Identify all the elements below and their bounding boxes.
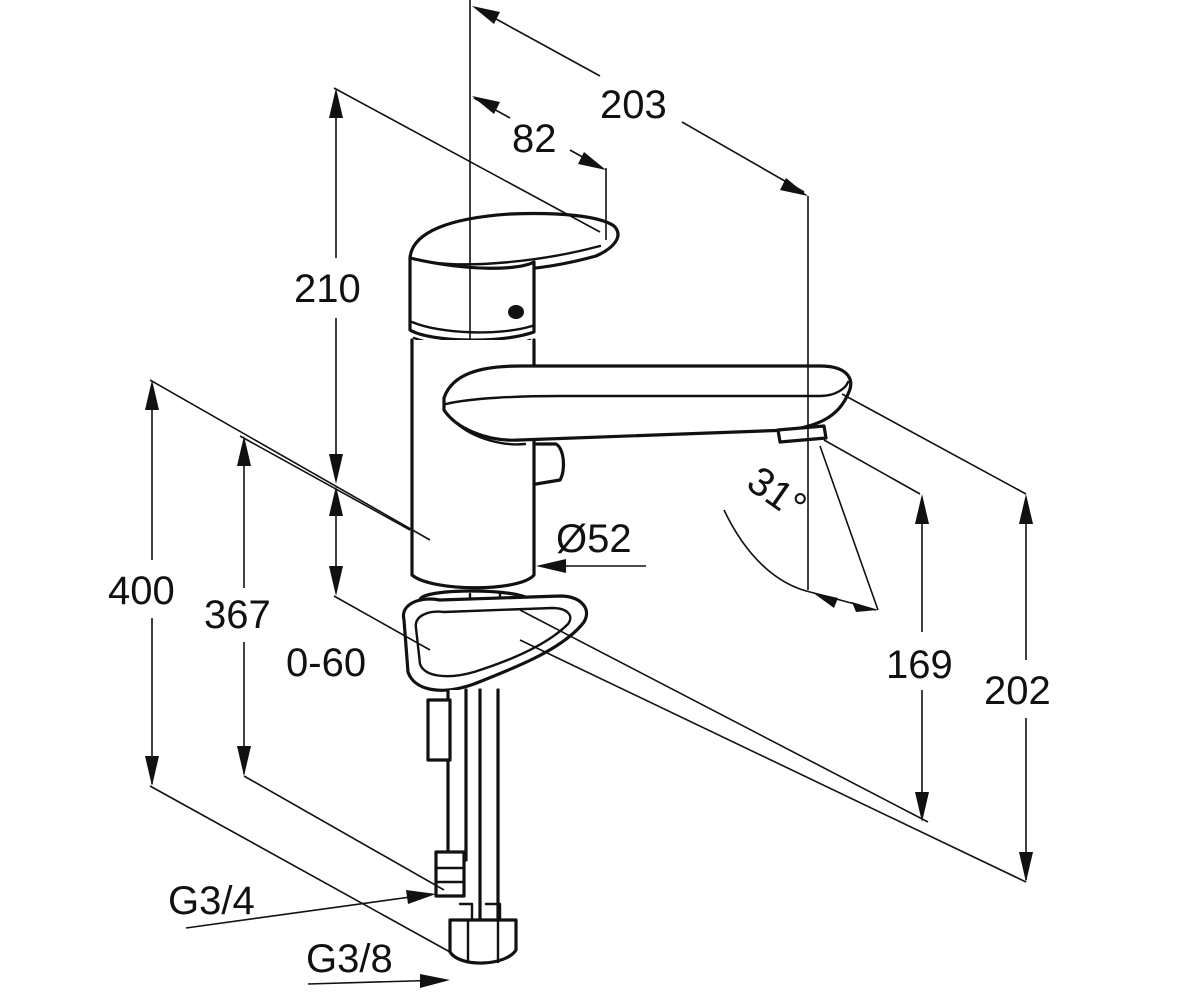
aerator bbox=[776, 424, 828, 444]
connector-g34 bbox=[434, 850, 466, 898]
faucet-outline bbox=[401, 211, 853, 965]
connector-g38 bbox=[448, 918, 518, 965]
lever-screw bbox=[508, 305, 524, 319]
dim-connection-small: G3/8 bbox=[306, 937, 393, 981]
dim-spout-height: 202 bbox=[984, 669, 1051, 713]
dim-hose-length: 367 bbox=[204, 593, 271, 637]
mounting-plate bbox=[401, 594, 589, 692]
hose-right bbox=[478, 688, 500, 942]
dimension-lines bbox=[145, 0, 1033, 988]
lever-hub bbox=[408, 256, 536, 342]
dim-diameter: Ø52 bbox=[556, 517, 632, 561]
dim-swivel-angle: 31° bbox=[739, 458, 814, 529]
dim-spout-clearance: 169 bbox=[886, 643, 953, 687]
dim-total-height: 400 bbox=[108, 569, 175, 613]
dim-lever-reach: 82 bbox=[512, 117, 557, 161]
rear-connector bbox=[534, 442, 566, 486]
spout bbox=[442, 364, 853, 442]
dim-body-height: 210 bbox=[294, 267, 361, 311]
dim-deck-thickness: 0-60 bbox=[286, 641, 366, 685]
dim-overall-reach: 203 bbox=[600, 83, 667, 127]
hose-connector-short bbox=[426, 698, 452, 762]
dimension-labels: 203 82 210 Ø52 31° 400 367 0-60 169 202 … bbox=[108, 83, 1051, 981]
dim-connection-large: G3/4 bbox=[168, 879, 255, 923]
